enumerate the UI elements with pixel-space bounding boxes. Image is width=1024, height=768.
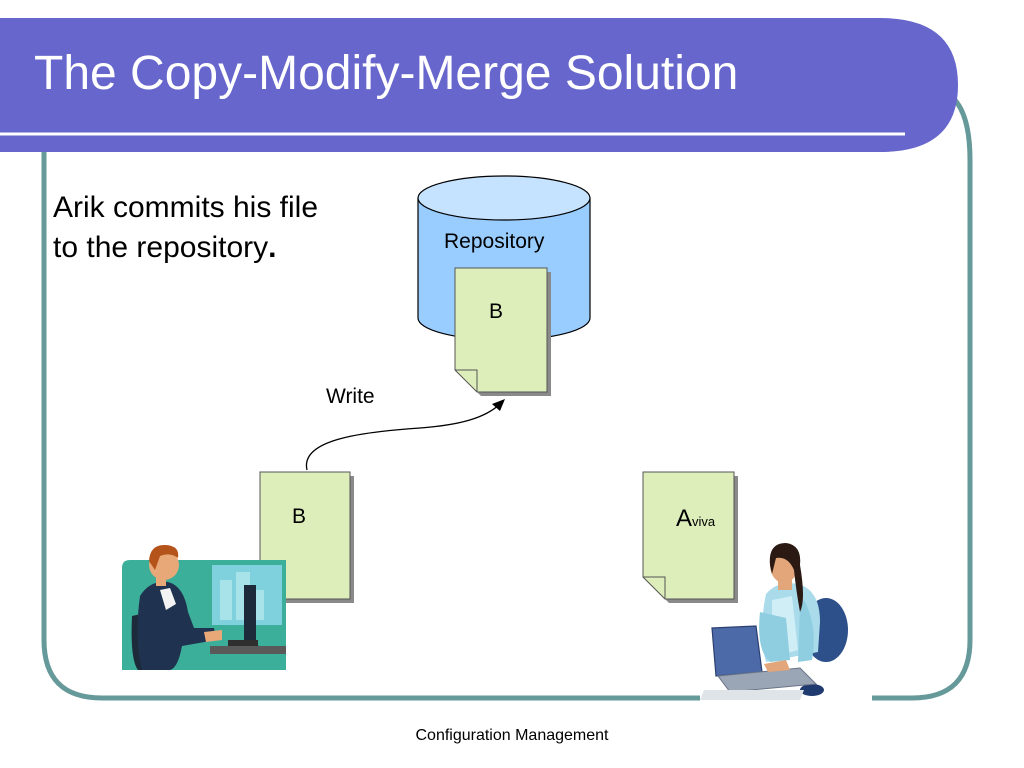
repository-label: Repository	[444, 230, 545, 253]
write-arrow-label: Write	[326, 385, 375, 408]
aviva-document-subscript: viva	[692, 514, 716, 529]
body-line-2: to the repository.	[53, 228, 318, 268]
arik-clipart	[122, 544, 286, 670]
body-line-2-text: to the repository	[53, 231, 269, 264]
body-line-1: Arik commits his file	[53, 191, 319, 224]
aviva-document-letter: A	[676, 505, 693, 532]
arik-document-label: B	[292, 505, 307, 528]
write-arrow	[305, 399, 505, 471]
aviva-document	[642, 471, 738, 603]
aviva-document-label: Aviva	[676, 505, 715, 533]
title-bar	[0, 18, 958, 152]
body-text: Arik commits his file to the repository.	[53, 188, 318, 268]
aviva-clipart	[700, 543, 848, 700]
repository-document-label: B	[489, 300, 504, 323]
slide-footer: Configuration Management	[415, 727, 609, 744]
repository-document	[454, 267, 551, 396]
slide-frame	[41, 87, 973, 701]
body-period: .	[268, 231, 277, 264]
slide-title: The Copy-Modify-Merge Solution	[34, 47, 739, 100]
